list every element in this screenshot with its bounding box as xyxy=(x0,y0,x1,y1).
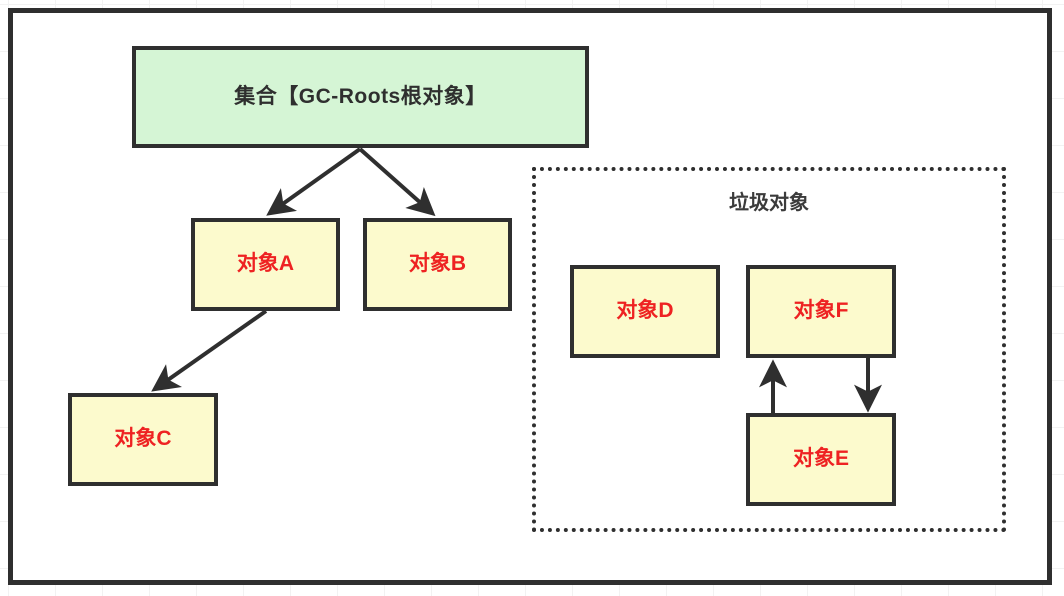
node-object-c-label: 对象C xyxy=(114,427,172,451)
node-object-d-label: 对象D xyxy=(616,299,674,323)
node-object-f[interactable]: 对象F xyxy=(746,265,896,358)
node-gc-roots[interactable]: 集合【GC-Roots根对象】 xyxy=(132,46,589,148)
node-gc-roots-label: 集合【GC-Roots根对象】 xyxy=(234,84,487,108)
node-object-e-label: 对象E xyxy=(792,447,849,471)
node-object-a[interactable]: 对象A xyxy=(191,218,340,311)
node-object-b[interactable]: 对象B xyxy=(363,218,512,311)
node-object-e[interactable]: 对象E xyxy=(746,413,896,506)
node-object-d[interactable]: 对象D xyxy=(570,265,720,358)
node-object-a-label: 对象A xyxy=(236,252,295,276)
garbage-objects-title: 垃圾对象 xyxy=(729,192,809,214)
node-object-c[interactable]: 对象C xyxy=(68,393,218,486)
node-object-b-label: 对象B xyxy=(408,252,467,276)
garbage-objects-group[interactable] xyxy=(532,167,1006,532)
node-object-f-label: 对象F xyxy=(793,299,849,323)
